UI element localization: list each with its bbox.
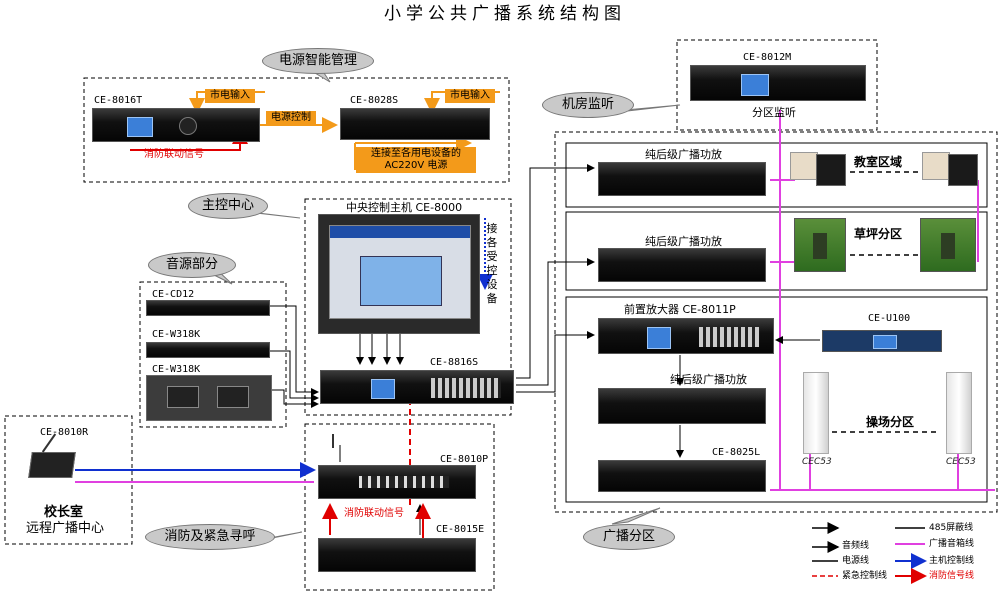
power-mgmt-box — [83, 77, 510, 183]
classroom-speaker-right-b — [948, 154, 978, 186]
model-cew318k-b: CE-W318K — [152, 364, 201, 375]
legend-speaker-line: 广播音箱线 — [929, 539, 975, 549]
model-ce8010p: CE-8010P — [440, 454, 489, 465]
control-center-box — [304, 198, 512, 416]
preamp-device — [598, 318, 774, 354]
fire-emergency-box — [304, 423, 495, 591]
classroom-speaker-left-b — [816, 154, 846, 186]
bubble-power-mgmt: 电源智能管理 — [262, 48, 374, 74]
amp-2-device — [598, 248, 766, 282]
amp-1-device — [598, 162, 766, 196]
ceu100-device — [822, 330, 942, 352]
label-ac220-outlets: 连接至各用电设备的 AC220V 电源 — [356, 147, 476, 173]
label-ac220-line2: AC220V 电源 — [384, 160, 448, 171]
diagram-title: 小学公共广播系统结构图 — [384, 4, 626, 24]
ce8016t-device — [92, 108, 260, 142]
bubble-broadcast-zone: 广播分区 — [583, 524, 675, 550]
legend-audio-line: 音频线 — [842, 541, 870, 551]
lawn-speaker-left — [794, 218, 846, 272]
ce8010r-device — [28, 452, 76, 478]
model-ce8025l: CE-8025L — [712, 447, 761, 458]
model-cecd12: CE-CD12 — [152, 289, 195, 300]
model-cew318k-a: CE-W318K — [152, 329, 201, 340]
label-lawn-zone: 草坪分区 — [854, 227, 903, 241]
ce8000-device — [318, 214, 480, 334]
label-remote-center: 远程广播中心 — [26, 521, 105, 536]
lawn-speaker-right — [920, 218, 976, 272]
bubble-audio-source: 音源部分 — [148, 252, 236, 278]
ce8012m-device — [690, 65, 866, 101]
label-amp-2: 纯后级广播功放 — [645, 235, 722, 248]
label-preamp: 前置放大器 CE-8011P — [624, 303, 736, 316]
label-principal-room: 校长室 — [44, 505, 84, 520]
column-speaker-right — [946, 372, 972, 454]
ce8012m-caption: 分区监听 — [752, 106, 796, 119]
model-ce8012m: CE-8012M — [743, 52, 792, 63]
amp-3-device — [598, 388, 766, 424]
label-ac220-line1: 连接至各用电设备的 — [371, 148, 461, 159]
label-fire-link-1: 消防联动信号 — [144, 149, 204, 160]
model-ce8016t: CE-8016T — [94, 95, 143, 106]
audio-source-box — [139, 281, 287, 428]
ce8028s-device — [340, 108, 490, 140]
model-ce8010r: CE-8010R — [40, 427, 89, 438]
classroom-speaker-right-a — [922, 152, 950, 180]
broadcast-zone-box — [554, 131, 998, 513]
principal-box — [4, 415, 133, 545]
cecd12-device — [146, 300, 270, 316]
legend-host-ctrl: 主机控制线 — [929, 556, 975, 566]
cew318k-a-device — [146, 342, 270, 358]
legend-emergency-ctrl: 紧急控制线 — [842, 571, 888, 581]
label-amp-3: 纯后级广播功放 — [670, 373, 747, 386]
label-classroom-zone: 教室区域 — [854, 155, 903, 169]
model-ceu100: CE-U100 — [868, 313, 911, 324]
label-cec53-right: CEC53 — [946, 457, 976, 467]
ce8010p-device — [318, 465, 476, 499]
column-speaker-left — [803, 372, 829, 454]
paging-mic-icon — [332, 434, 334, 448]
legend-power-line: 电源线 — [842, 556, 870, 566]
label-mains-input-2: 市电输入 — [445, 89, 495, 103]
label-receive-control: 接各受控设备 — [486, 222, 498, 305]
legend-shield-485: 485屏蔽线 — [929, 523, 974, 533]
label-playground-zone: 操场分区 — [866, 415, 915, 429]
model-ce8816s: CE-8816S — [430, 357, 479, 368]
bubble-room-monitor: 机房监听 — [542, 92, 634, 118]
monitor-box — [676, 39, 878, 131]
ce8025l-device — [598, 460, 766, 492]
legend-fire-signal: 消防信号线 — [929, 571, 975, 581]
model-ce8015e: CE-8015E — [436, 524, 485, 535]
cew318k-b-device — [146, 375, 272, 421]
label-power-control: 电源控制 — [266, 111, 316, 125]
bubble-control-center: 主控中心 — [188, 193, 268, 219]
model-ce8000: 中央控制主机 CE-8000 — [346, 201, 463, 214]
ce8816s-device — [320, 370, 514, 404]
model-ce8028s: CE-8028S — [350, 95, 399, 106]
label-fire-link-2: 消防联动信号 — [344, 508, 404, 519]
label-mains-input-1: 市电输入 — [205, 89, 255, 103]
classroom-speaker-left-a — [790, 152, 818, 180]
ce8015e-device — [318, 538, 476, 572]
label-cec53-left: CEC53 — [802, 457, 832, 467]
label-amp-1: 纯后级广播功放 — [645, 148, 722, 161]
bubble-fire-emergency: 消防及紧急寻呼 — [145, 524, 275, 550]
ce8000-screen — [329, 225, 471, 319]
